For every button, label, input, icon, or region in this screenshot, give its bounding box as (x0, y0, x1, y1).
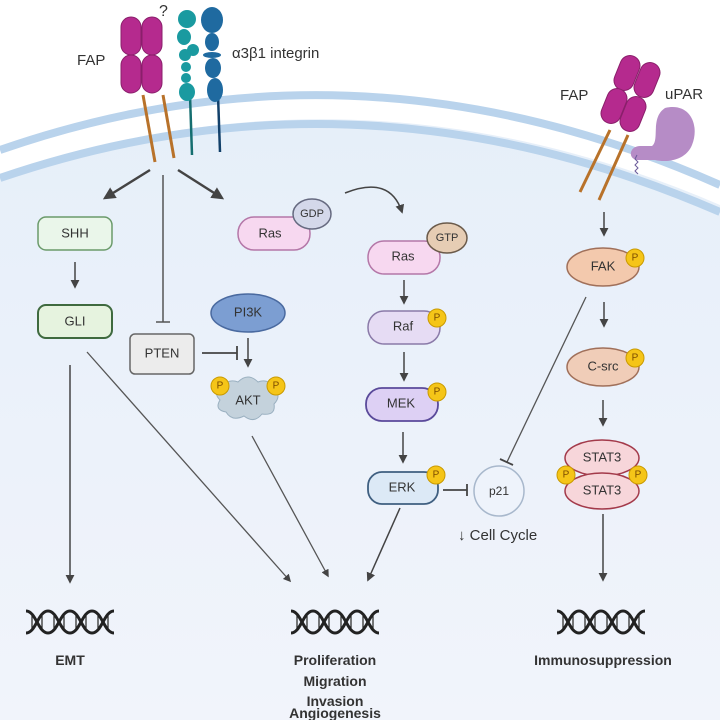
gli-label: GLI (65, 313, 86, 328)
fap-left-receptor (120, 16, 176, 163)
pten-node (129, 333, 195, 375)
gtp-node (426, 222, 468, 254)
svg-text:P: P (434, 313, 441, 324)
outcome-invasion: Invasion (307, 693, 364, 709)
outcome-emt: EMT (55, 652, 85, 668)
outcome-migration: Migration (304, 673, 367, 689)
shh-label: SHH (61, 225, 88, 240)
arrow-erk-to-proliferation (366, 507, 401, 582)
arrow-akt-to-proliferation (251, 435, 329, 578)
gdp-label: GDP (300, 208, 324, 220)
outcome-immunosuppression: Immunosuppression (534, 652, 672, 668)
fap-left-label: FAP (77, 52, 105, 69)
arrow-fap-to-ras (177, 168, 225, 200)
svg-text:P: P (635, 470, 642, 481)
akt-phospho-right (266, 376, 286, 396)
svg-text:P: P (434, 387, 441, 398)
cytoplasm (0, 119, 720, 720)
akt-node (216, 376, 279, 420)
erk-label: ERK (389, 479, 416, 494)
pi3k-label: PI3K (234, 304, 263, 319)
arrow-ras-activation (344, 186, 405, 214)
integrin-label: α3β1 integrin (232, 45, 319, 62)
outcome-angiogenesis: Angiogenesis (289, 705, 381, 720)
stat3-bottom-node (564, 472, 640, 510)
upar-receptor (630, 107, 695, 175)
arrow-fap-to-shh (102, 168, 151, 200)
raf-node (367, 310, 441, 345)
stat3-phospho-left (556, 465, 576, 485)
csrc-node (566, 347, 640, 387)
svg-text:P: P (217, 381, 224, 392)
ras-gdp-label: Ras (258, 225, 282, 240)
fak-label: FAK (591, 258, 616, 273)
erk-node (367, 471, 439, 505)
stat3-bottom-label: STAT3 (583, 482, 622, 497)
raf-label: Raf (393, 318, 414, 333)
fak-phospho (625, 248, 645, 268)
mek-node (365, 387, 439, 422)
membrane-inner (0, 120, 720, 216)
question-mark: ? (159, 3, 168, 20)
ras-gtp-label: Ras (391, 248, 415, 263)
ras-gtp-node (367, 240, 441, 275)
p21-label: p21 (489, 484, 509, 498)
akt-phospho-left (210, 376, 230, 396)
fak-node (566, 247, 640, 287)
stat3-top-label: STAT3 (583, 449, 622, 464)
svg-text:P: P (632, 253, 639, 264)
fap-right-receptor (578, 55, 661, 201)
outcome-proliferation: Proliferation (294, 652, 376, 668)
p21-node (473, 465, 525, 517)
svg-text:P: P (632, 353, 639, 364)
integrin-beta (201, 7, 223, 153)
raf-phospho (427, 308, 447, 328)
pten-label: PTEN (145, 345, 180, 360)
arrow-gli-to-proliferation (86, 351, 292, 583)
integrin-alpha (177, 10, 199, 156)
gtp-label: GTP (436, 232, 459, 244)
csrc-label: C-src (587, 358, 619, 373)
akt-label: AKT (235, 392, 260, 407)
cell-cycle-label: ↓ Cell Cycle (458, 527, 537, 544)
erk-phospho (426, 465, 446, 485)
shh-node (37, 216, 113, 251)
gli-node (37, 304, 113, 339)
stat3-phospho-right (628, 465, 648, 485)
svg-text:P: P (563, 470, 570, 481)
gdp-node (292, 198, 332, 230)
pi3k-node (210, 293, 286, 333)
fap-right-label: FAP (560, 87, 588, 104)
upar-label: uPAR (665, 86, 703, 103)
mek-label: MEK (387, 395, 416, 410)
svg-text:P: P (433, 470, 440, 481)
csrc-phospho (625, 348, 645, 368)
mek-phospho (427, 382, 447, 402)
inhibit-fak-to-p21 (506, 296, 587, 463)
membrane-outer (0, 91, 720, 189)
svg-text:P: P (273, 381, 280, 392)
ras-gdp-node (237, 216, 311, 251)
